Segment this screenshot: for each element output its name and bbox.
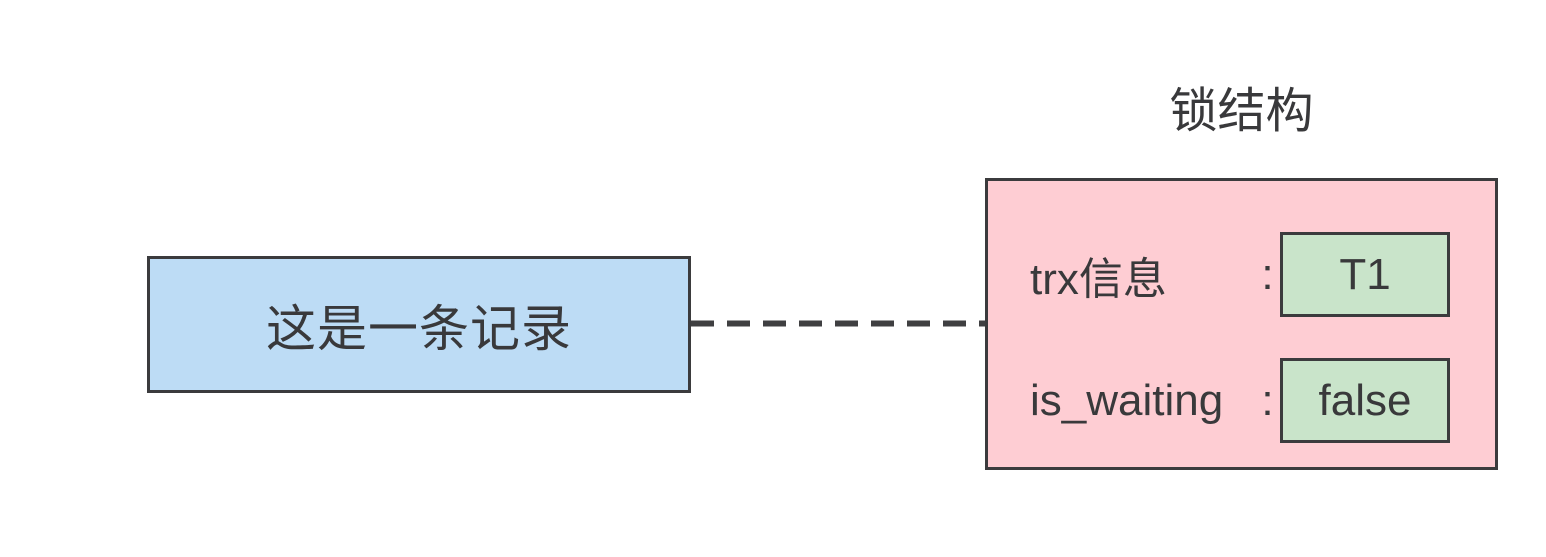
record-node: 这是一条记录 (147, 256, 691, 393)
field-label: is_waiting (1030, 375, 1224, 425)
field-value: false (1318, 375, 1412, 425)
field-row-is-waiting: is_waiting : false (1030, 358, 1450, 443)
field-separator: : (1261, 249, 1274, 299)
field-label: trx信息 (1030, 254, 1167, 304)
record-label: 这是一条记录 (266, 300, 572, 357)
lock-structure-node: trx信息 : T1 is_waiting : false (985, 178, 1498, 470)
connector-dashed-line (691, 320, 987, 327)
field-value-box: T1 (1280, 232, 1450, 317)
field-separator: : (1261, 375, 1274, 425)
field-value: T1 (1339, 249, 1391, 299)
lock-structure-title: 锁结构 (1169, 85, 1314, 138)
field-value-box: false (1280, 358, 1450, 443)
field-row-trx-info: trx信息 : T1 (1030, 232, 1450, 317)
